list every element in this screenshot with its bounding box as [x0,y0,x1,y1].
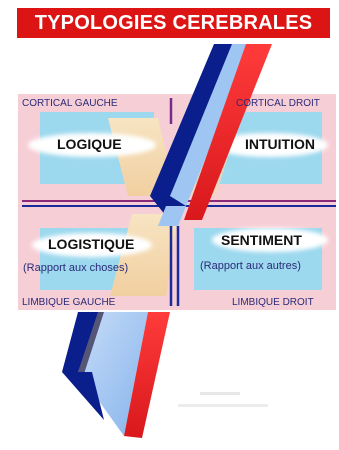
label-logistique-sub: (Rapport aux choses) [23,262,129,274]
label-pills [28,133,328,257]
upper-arrow [150,44,272,226]
lower-arrow [62,312,170,438]
label-limbique-droit: LIMBIQUE DROIT [232,297,314,308]
label-cortical-droit: CORTICAL DROIT [236,98,320,109]
faded-scribbles [178,392,268,407]
label-cortical-gauche: CORTICAL GAUCHE [22,98,118,109]
label-logique: LOGIQUE [57,136,122,152]
label-sentiment: SENTIMENT [221,232,302,248]
page-title: TYPOLOGIES CEREBRALES [34,11,313,34]
label-sentiment-sub: (Rapport aux autres) [200,260,301,272]
label-logistique: LOGISTIQUE [48,236,135,252]
label-intuition: INTUITION [245,136,315,152]
title-banner: TYPOLOGIES CEREBRALES [17,8,330,38]
label-limbique-gauche: LIMBIQUE GAUCHE [22,297,116,308]
